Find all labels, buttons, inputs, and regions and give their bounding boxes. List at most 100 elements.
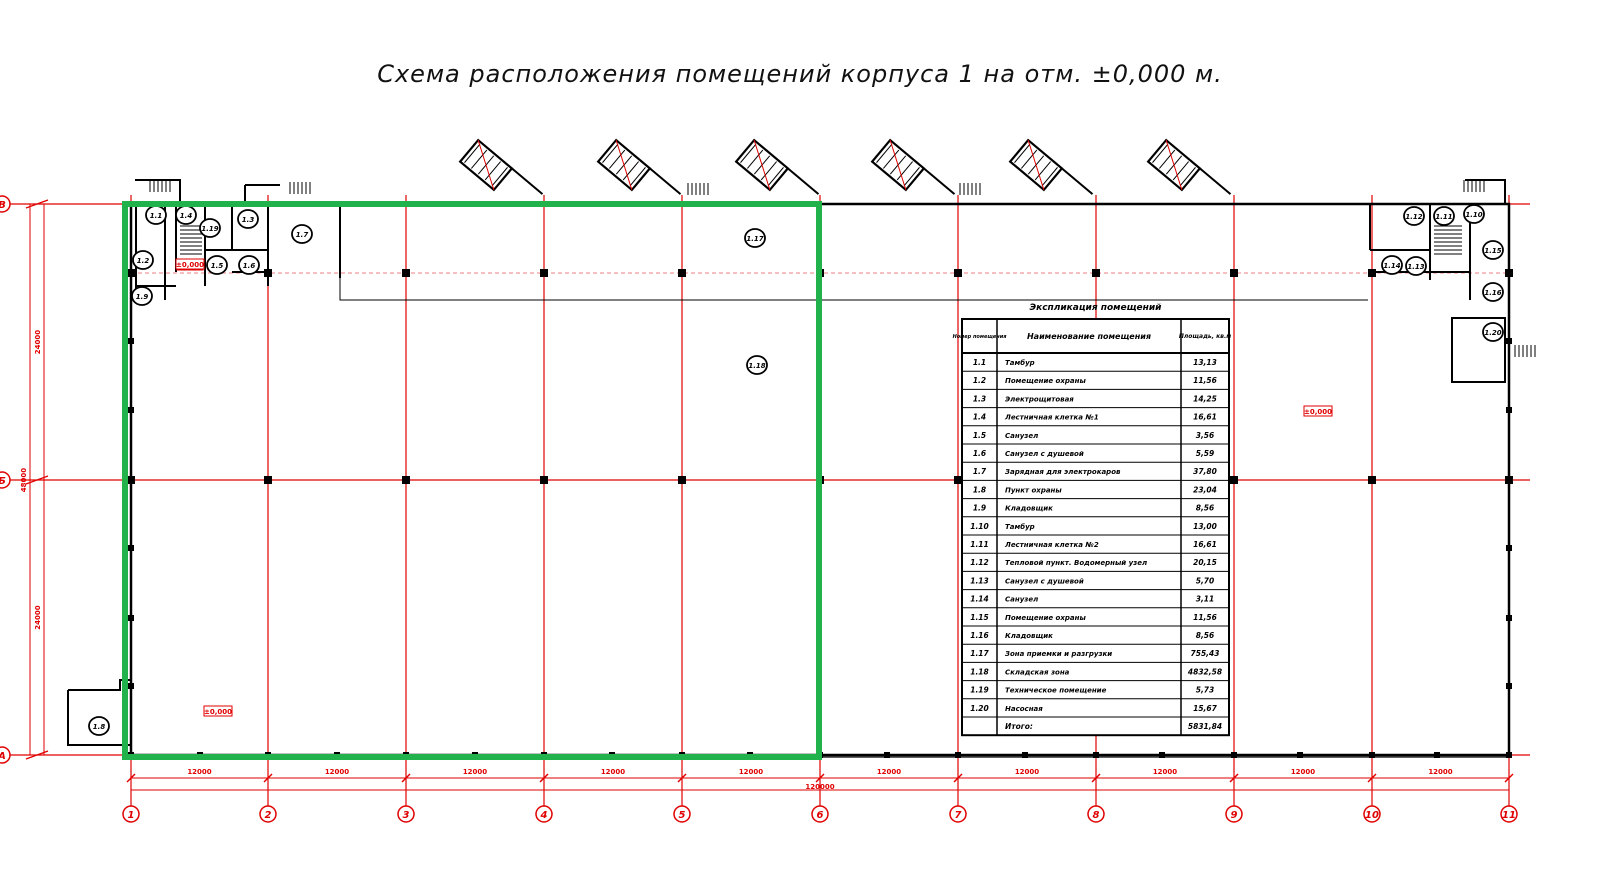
dock-gate-ramp	[787, 167, 820, 195]
table-cell-num: 1.9	[973, 504, 986, 513]
room-tag: 1.9	[136, 293, 149, 301]
axis-label-col: 8	[1093, 810, 1100, 821]
column	[1434, 752, 1440, 758]
dock-gate-slat	[1152, 143, 1169, 163]
axis-label-col: 7	[955, 810, 962, 821]
table-cell-name: Электрощитовая	[1005, 395, 1074, 403]
table-caption: Экспликация помещений	[1030, 303, 1163, 313]
room-tag-bubble	[1482, 240, 1504, 260]
table-cell-name: Тамбур	[1005, 523, 1035, 531]
column	[264, 269, 272, 277]
dim-text-row: 24000	[34, 605, 42, 629]
dock-gate	[1146, 138, 1232, 195]
table-header-name: Наименование помещения	[1027, 332, 1151, 341]
dock-gate-slat	[876, 143, 893, 163]
axis-bubble-col	[1225, 805, 1243, 823]
room-tag: 1.4	[180, 212, 193, 220]
room-tag-bubble	[1463, 204, 1485, 224]
axis-label-col: 10	[1365, 810, 1379, 821]
dock-gate-slat	[1179, 167, 1196, 187]
column	[128, 615, 134, 621]
table-cell-area: 23,04	[1193, 485, 1217, 494]
table-cell-area: 3,11	[1196, 595, 1215, 604]
table-cell-area: 3,56	[1196, 431, 1215, 440]
room-tag-bubble	[744, 228, 766, 248]
dim-text-bay: 12000	[325, 768, 349, 776]
dock-gate-ramp	[923, 167, 956, 195]
dock-gate-ramp	[511, 167, 544, 195]
dim-text-bay: 12000	[1428, 768, 1452, 776]
dock-gate	[870, 138, 956, 195]
dock-gate-slat	[629, 167, 646, 187]
table-cell-area: 16,61	[1193, 540, 1217, 549]
table-cell-name: Техническое помещение	[1005, 687, 1107, 695]
column	[1159, 752, 1165, 758]
axis-label-col: 4	[540, 810, 548, 821]
dim-tick	[1091, 773, 1101, 783]
table-cell-num: 1.14	[970, 595, 989, 604]
table-total-label: Итого:	[1005, 722, 1033, 731]
dim-tick	[815, 773, 825, 783]
column	[1297, 752, 1303, 758]
column	[678, 476, 686, 484]
room-tag: 1.6	[243, 262, 256, 270]
table-cell-num: 1.2	[973, 376, 986, 385]
dim-tick	[401, 773, 411, 783]
dock-gate-mark	[477, 139, 495, 191]
table-cell-num: 1.16	[970, 631, 989, 640]
column	[1506, 752, 1512, 758]
room-tag: 1.3	[242, 216, 255, 224]
table-cell-area: 15,67	[1193, 704, 1218, 713]
table-cell-num: 1.18	[970, 667, 989, 676]
table-cell-num: 1.19	[970, 686, 989, 695]
table-cell-name: Насосная	[1005, 705, 1043, 713]
dock-gate	[458, 138, 544, 195]
room-tag-bubble	[1403, 206, 1425, 226]
dock-gate-frame	[734, 138, 790, 192]
column	[884, 752, 890, 758]
dock-gate-ramp	[649, 167, 682, 195]
dim-text-row: 24000	[34, 330, 42, 354]
axis-labels: 1234567891011ВБА	[0, 195, 1518, 823]
axis-label-col: 11	[1502, 810, 1516, 821]
dim-tick	[953, 773, 963, 783]
axis-bubble-row	[0, 471, 11, 489]
dim-tick	[1229, 773, 1239, 783]
table-total-area: 5831,84	[1188, 722, 1222, 731]
dock-gate-frame	[596, 138, 652, 192]
dock-gate-ramp	[1061, 167, 1094, 195]
table-frame	[961, 318, 1230, 737]
room-tag-bubble	[1433, 206, 1455, 226]
room-tag-bubble	[1405, 256, 1427, 276]
room-tag-bubble	[237, 209, 259, 229]
table-cell-num: 1.12	[970, 558, 989, 567]
drawing-title: Схема расположения помещений корпуса 1 н…	[377, 60, 1223, 88]
column	[127, 269, 135, 277]
room-tag: 1.13	[1407, 263, 1424, 271]
dock-gate-slat	[1021, 149, 1038, 169]
dock-gate-slat	[883, 149, 900, 169]
dim-tick	[25, 475, 49, 485]
table-cell-num: 1.4	[973, 413, 986, 422]
dim-text-bay: 12000	[601, 768, 625, 776]
table-cell-area: 20,15	[1193, 558, 1217, 567]
column	[540, 476, 548, 484]
dock-gate-slat	[767, 167, 784, 187]
room-tag: 1.5	[211, 262, 224, 270]
table-cell-area: 5,70	[1196, 576, 1215, 585]
table-cell-area: 14,25	[1193, 394, 1217, 403]
table-cell-area: 8,56	[1196, 504, 1215, 513]
table-cell-num: 1.6	[973, 449, 986, 458]
table-cell-area: 8,56	[1196, 631, 1215, 640]
room-tag-bubble	[206, 255, 228, 275]
dock-gate	[1008, 138, 1094, 195]
table-cell-area: 11,56	[1193, 376, 1217, 385]
column	[954, 476, 962, 484]
table-cell-num: 1.15	[970, 613, 989, 622]
table-cell-name: Зона приемки и разгрузки	[1005, 650, 1112, 658]
column	[955, 752, 961, 758]
table-cell-area: 11,56	[1193, 613, 1217, 622]
